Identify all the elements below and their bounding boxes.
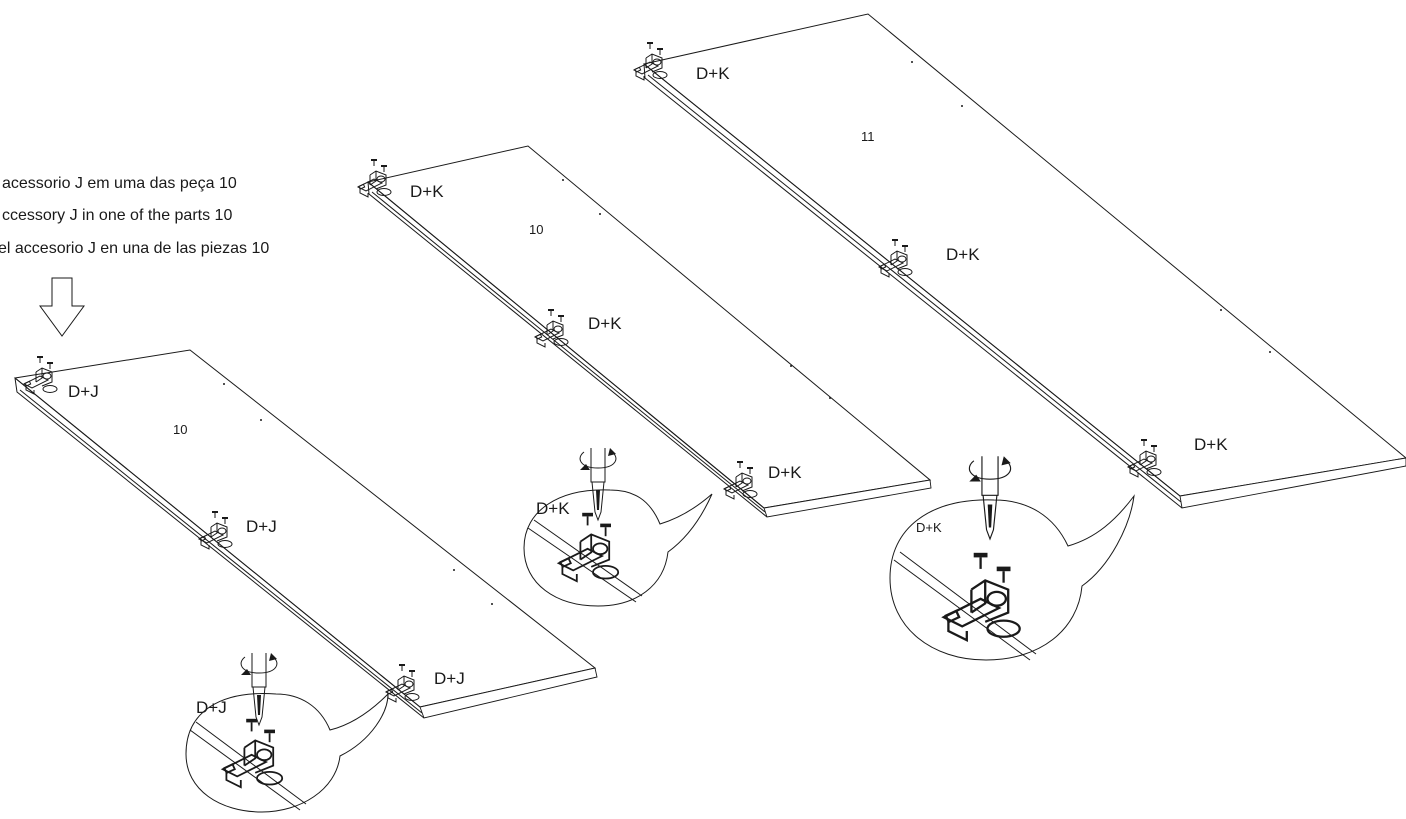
screwdriver-icon [968,455,1012,540]
hinge-icon [221,718,285,790]
instruction-line-en: ccessory J in one of the parts 10 [2,207,232,224]
part-number: 10 [173,422,187,437]
hinge-icon [944,555,1020,640]
hinge-label: D+J [434,669,465,688]
hinge-label: D+K [1194,435,1228,454]
hinge-label: D+K [696,64,730,83]
panel-1: 10 D+J D+J D+J D+J [13,349,598,813]
down-arrow-icon [39,277,85,337]
screwdriver-icon [240,652,278,726]
part-number: 10 [529,222,543,237]
hinge-label: D+K [410,182,444,201]
detail-label: D+J [196,698,227,717]
part-number: 11 [861,129,875,144]
panel-3: 11 D+K D+K D+K D+K [633,13,1406,661]
hinge-icon [556,512,621,584]
instruction-text: acessorio J em uma das peça 10 ccessory … [0,175,269,257]
detail-label: D+K [916,520,942,535]
hinge-label: D+K [768,463,802,482]
panel-2: 10 D+K D+K D+K D+K [357,145,932,607]
detail-callout: D+J [185,652,389,813]
hinge-label: D+K [946,245,980,264]
detail-label: D+K [536,499,570,518]
detail-callout: D+K [523,447,713,607]
hinge-label: D+K [588,314,622,333]
screwdriver-icon [579,447,617,521]
instruction-line-es: el accesorio J en una de las piezas 10 [0,240,269,257]
detail-callout: D+K [889,455,1135,661]
instruction-line-pt: acessorio J em uma das peça 10 [2,175,237,192]
hinge-label: D+J [246,517,277,536]
hinge-label: D+J [68,382,99,401]
